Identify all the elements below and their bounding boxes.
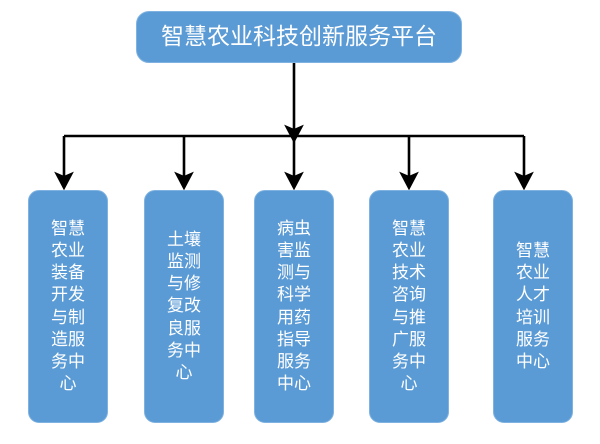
child-node-label: 智慧农业人才培训服务中心 xyxy=(516,241,550,372)
child-node-soil-monitoring[interactable]: 土壤监测与修复改良服务中心 xyxy=(144,190,224,423)
child-node-pest-monitoring[interactable]: 病虫害监测与科学用药指导服务中心 xyxy=(254,190,334,423)
root-node-platform[interactable]: 智慧农业科技创新服务平台 xyxy=(136,11,462,63)
child-node-tech-consulting[interactable]: 智慧农业技术咨询与推广服务中心 xyxy=(369,190,449,423)
child-node-label: 病虫害监测与科学用药指导服务中心 xyxy=(277,219,311,394)
root-node-label: 智慧农业科技创新服务平台 xyxy=(161,23,437,50)
child-node-label: 土壤监测与修复改良服务中心 xyxy=(167,230,201,383)
child-node-talent-training[interactable]: 智慧农业人才培训服务中心 xyxy=(493,190,573,423)
child-node-equipment-manufacturing[interactable]: 智慧农业装备开发与制造服务中心 xyxy=(28,190,108,423)
child-node-label: 智慧农业装备开发与制造服务中心 xyxy=(51,219,85,394)
child-node-label: 智慧农业技术咨询与推广服务中心 xyxy=(392,219,426,394)
